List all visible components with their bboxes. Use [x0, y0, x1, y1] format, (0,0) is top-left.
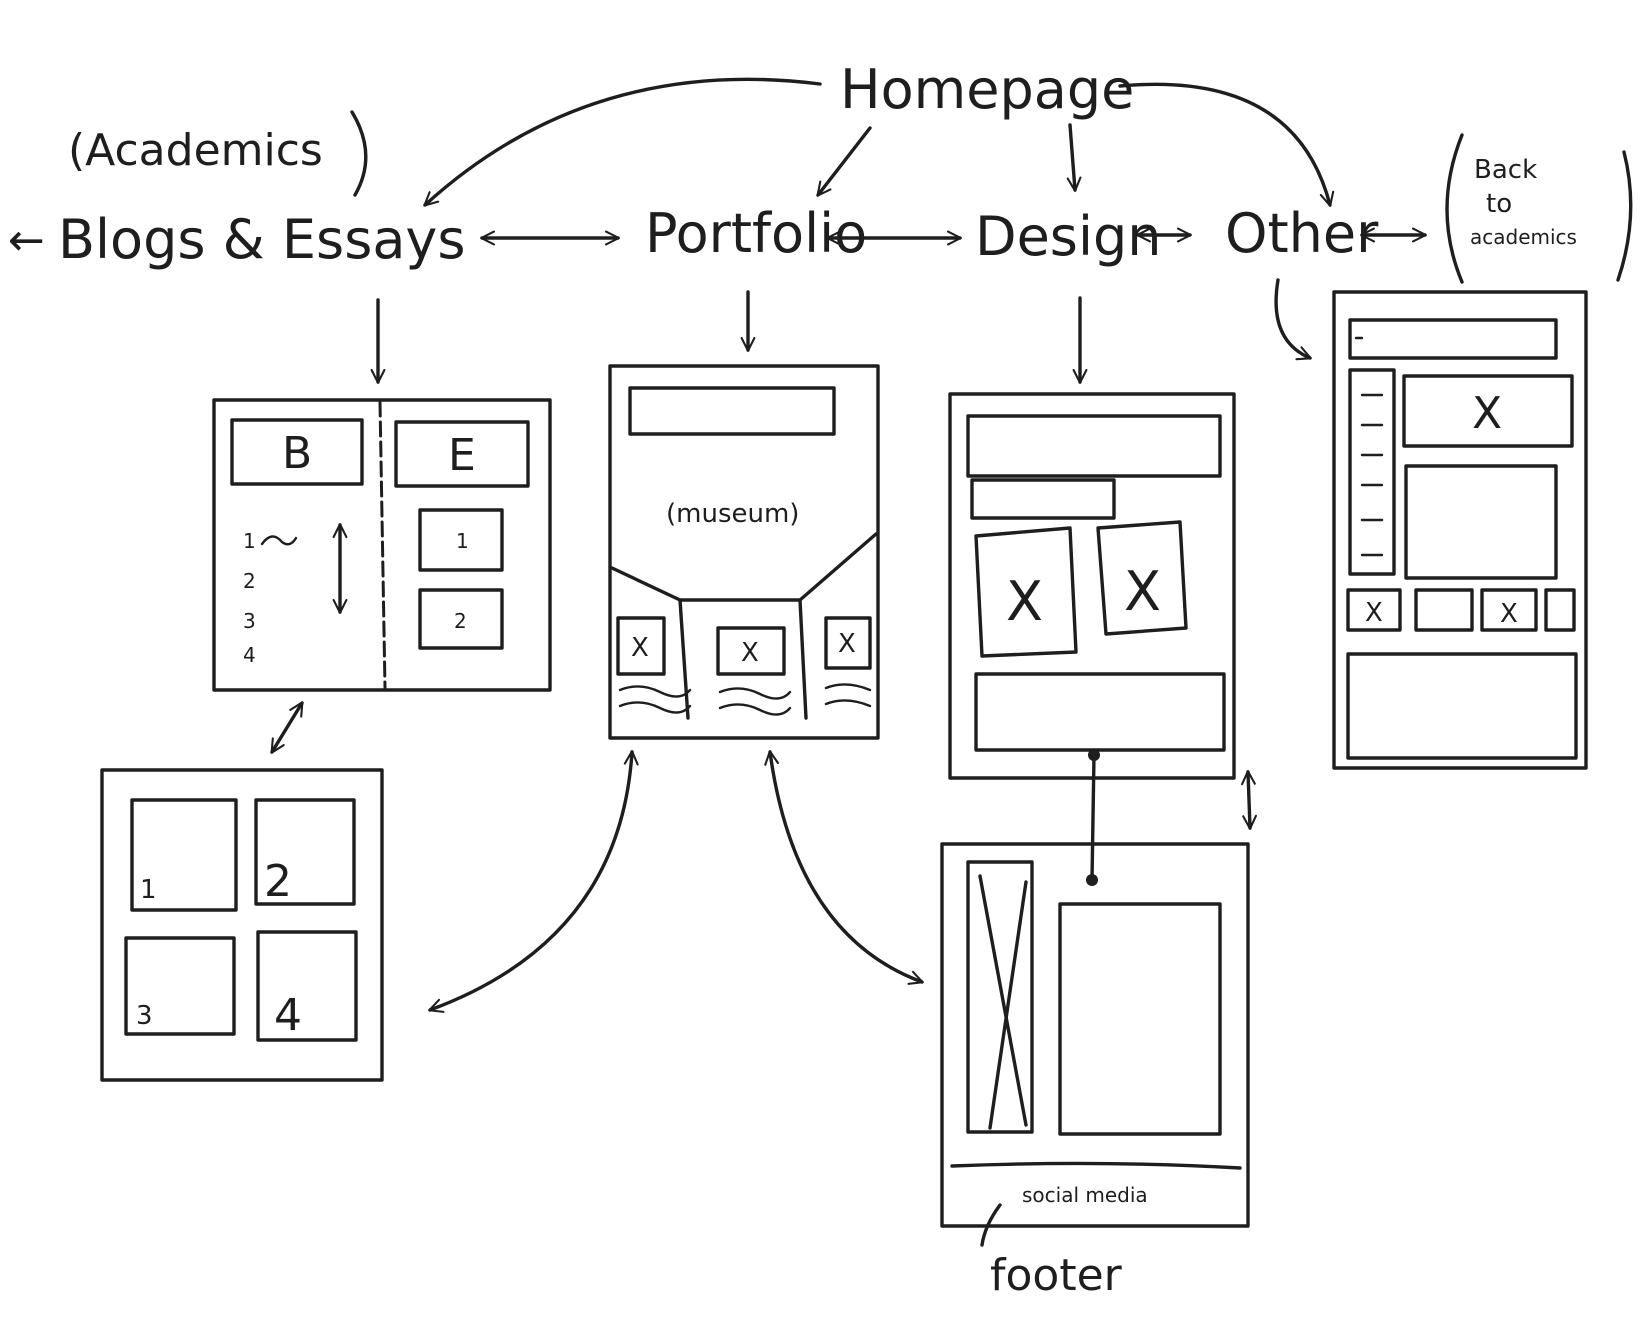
design-detail-wireframe: social media — [940, 842, 1250, 1228]
grid-cell-4 — [256, 930, 358, 1042]
museum-frame-right — [824, 616, 872, 670]
blogs-header-label: B — [282, 428, 312, 479]
detail-social-media-label: social media — [1022, 1183, 1148, 1207]
back-to-academics-bracket-right — [1616, 150, 1633, 282]
design-subheader-box — [970, 478, 1116, 520]
design-card-right-x: X — [1124, 560, 1161, 623]
arrow-portfolio-to-grid — [428, 750, 639, 1013]
arrow-portfolio-to-detail — [764, 750, 924, 985]
arrow-essays-to-grid — [270, 701, 304, 754]
arrow-design-to-detail — [1240, 770, 1258, 830]
design-header-box — [966, 414, 1222, 478]
museum-wall-line — [610, 532, 878, 602]
blogs-list-2: 2 — [243, 569, 256, 593]
homepage-label: Homepage — [840, 58, 1134, 121]
museum-frame-left-x: X — [631, 633, 649, 663]
blogs-list-3: 3 — [243, 609, 256, 633]
design-card-left-x: X — [1006, 570, 1043, 633]
other-header-box — [1348, 318, 1558, 360]
grid-cell-2 — [254, 798, 356, 906]
portfolio-museum-label: (museum) — [666, 499, 799, 529]
other-thumb-1 — [1346, 588, 1402, 632]
arrow-homepage-to-other — [1118, 82, 1335, 207]
portfolio-wireframe: (museum) X X X — [608, 364, 880, 740]
portfolio-label: Portfolio — [645, 202, 867, 265]
arrow-homepage-to-design — [1066, 123, 1082, 192]
essays-header-box — [394, 420, 530, 488]
museum-frame-right-x: X — [838, 629, 856, 659]
other-hero-box — [1402, 374, 1574, 448]
other-content-box — [1404, 464, 1558, 580]
other-thumb-2 — [1414, 588, 1474, 632]
grid-cell-1-label: 1 — [140, 875, 157, 905]
grid-cell-3-label: 3 — [136, 1001, 153, 1031]
museum-frame-left — [616, 616, 666, 676]
other-thumb-4 — [1544, 588, 1576, 632]
design-connector-line — [1090, 753, 1096, 882]
back-to-academics-line-1: Back — [1474, 155, 1537, 185]
back-to-academics-line-3: academics — [1470, 225, 1577, 249]
grid-wireframe: 1 2 3 4 — [100, 768, 384, 1082]
design-label: Design — [975, 205, 1161, 268]
arrow-other-to-page — [1274, 278, 1312, 361]
grid-cell-2-label: 2 — [264, 856, 292, 907]
detail-content-box — [1058, 902, 1222, 1136]
blogs-list-1: 1 — [243, 529, 256, 553]
academics-note-label: (Academics — [68, 125, 323, 176]
blogs-essays-label: Blogs & Essays — [58, 208, 466, 271]
detail-footer-divider — [950, 1161, 1242, 1170]
back-to-academics-line-2: to — [1486, 189, 1512, 219]
design-connector-dot-bottom — [1086, 874, 1098, 886]
blogs-essays-wireframe: B E 1 2 3 4 1 2 — [212, 398, 552, 692]
museum-frame-center-x: X — [741, 638, 759, 668]
footer-label: footer — [990, 1250, 1123, 1301]
essay-card-2-label: 2 — [454, 609, 467, 633]
essay-card-1 — [418, 508, 504, 572]
portfolio-header-box — [628, 386, 836, 436]
footer-pointer-line — [980, 1203, 1002, 1247]
blogs-list-scribble — [260, 535, 298, 546]
museum-frame-center — [716, 626, 786, 676]
arrow-homepage-to-portfolio — [816, 126, 872, 197]
detail-image-box — [966, 860, 1034, 1134]
design-card-right — [1096, 520, 1188, 636]
academics-note-bracket — [350, 110, 368, 197]
essay-card-2 — [418, 588, 504, 650]
other-thumb-1-x: X — [1365, 598, 1383, 628]
other-thumb-3-x: X — [1500, 599, 1518, 629]
blogs-list-4: 4 — [243, 643, 256, 667]
other-hero-x: X — [1472, 388, 1502, 439]
grid-cell-3 — [124, 936, 236, 1036]
design-card-left — [974, 526, 1078, 658]
other-label: Other — [1225, 202, 1379, 265]
design-wireframe: X X — [948, 392, 1236, 780]
essay-card-1-label: 1 — [456, 529, 469, 553]
grid-cell-1 — [130, 798, 238, 912]
other-sidebar-box — [1348, 368, 1396, 576]
arrow-homepage-to-essays — [423, 77, 822, 207]
other-thumb-3 — [1480, 588, 1538, 632]
other-wireframe: X X X — [1332, 290, 1588, 770]
back-to-academics-bracket-left — [1445, 133, 1464, 284]
design-connector-dot-top — [1088, 749, 1100, 761]
design-footer-box — [974, 672, 1226, 752]
essays-header-label: E — [448, 430, 476, 481]
blogs-header-box — [230, 418, 364, 486]
back-arrow-label: ← — [8, 215, 45, 266]
grid-cell-4-label: 4 — [274, 990, 302, 1041]
other-footer-box — [1346, 652, 1578, 760]
